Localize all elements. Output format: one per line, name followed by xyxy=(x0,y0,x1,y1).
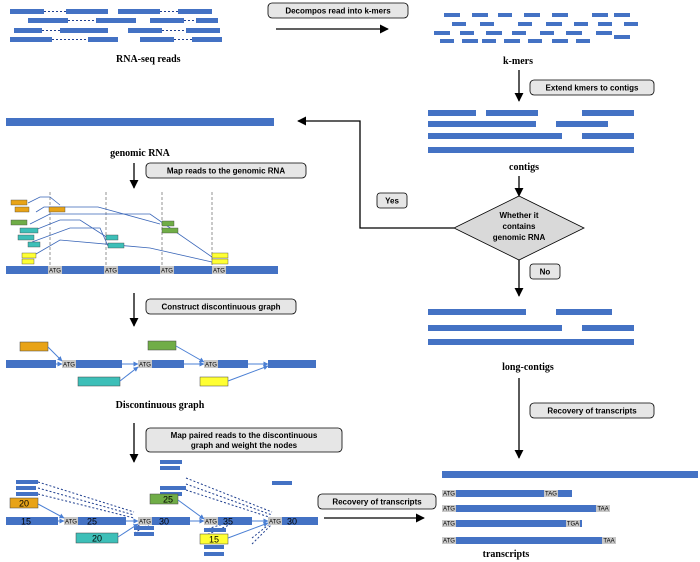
svg-text:ATG: ATG xyxy=(65,520,77,526)
weight-green: 25 xyxy=(163,495,173,505)
arrow-yes xyxy=(297,116,454,229)
label-contigs: contigs xyxy=(509,162,539,173)
svg-text:ATG: ATG xyxy=(205,520,217,526)
svg-text:ATG: ATG xyxy=(105,269,117,275)
step-extend-label: Extend kmers to contigs xyxy=(546,84,639,93)
svg-text:ATG: ATG xyxy=(63,363,75,369)
transcript-genomic-bar xyxy=(442,471,698,478)
svg-text:ATG: ATG xyxy=(139,363,151,369)
decision-line3: genomic RNA xyxy=(493,233,546,242)
long-contigs-group xyxy=(428,309,634,345)
no-box xyxy=(529,263,561,280)
transcript-4: ATG TAA xyxy=(442,537,616,545)
contigs-group xyxy=(428,110,634,153)
no-label: No xyxy=(540,268,551,277)
step-map-reads-label: Map reads to the genomic RNA xyxy=(167,167,285,176)
step-decompose xyxy=(267,2,409,19)
label-genomic-rna: genomic RNA xyxy=(110,148,170,159)
transcript-2: ATG TAA xyxy=(442,505,610,513)
yes-box xyxy=(376,192,408,209)
svg-text:TAG: TAG xyxy=(545,492,557,498)
weighted-graph: ATG ATG ATG ATG 20 15 25 20 30 25 35 15 … xyxy=(6,460,318,556)
step-decompose-label: Decompos read into k-mers xyxy=(285,7,391,16)
step-map-reads xyxy=(145,162,307,179)
svg-text:ATG: ATG xyxy=(443,522,455,528)
svg-text:ATG: ATG xyxy=(443,492,455,498)
svg-text:ATG: ATG xyxy=(161,269,173,275)
step-construct-graph-label: Construct discontinuous graph xyxy=(161,303,280,312)
rnaseq-reads-group xyxy=(10,9,222,42)
yes-label: Yes xyxy=(385,197,399,206)
label-rnaseq-reads: RNA-seq reads xyxy=(116,54,181,65)
label-long-contigs: long-contigs xyxy=(502,362,554,373)
svg-text:TAA: TAA xyxy=(603,539,614,545)
svg-text:ATG: ATG xyxy=(205,363,217,369)
discontinuous-graph: ATG ATG ATG xyxy=(6,340,316,387)
svg-text:TAA: TAA xyxy=(597,507,608,513)
step-map-paired-line2: graph and weight the nodes xyxy=(191,441,298,450)
transcript-1: ATG TAG xyxy=(442,490,572,498)
decision-line2: contains xyxy=(503,222,536,231)
svg-text:ATG: ATG xyxy=(443,507,455,513)
step-recovery-left xyxy=(317,493,437,510)
svg-text:ATG: ATG xyxy=(443,539,455,545)
transcript-3: ATG TGA xyxy=(442,520,582,528)
decision-line1: Whether it xyxy=(499,211,538,220)
weight-fifth-exon: 30 xyxy=(287,517,297,527)
weight-fourth-exon: 35 xyxy=(223,517,233,527)
weight-yellow: 15 xyxy=(209,535,219,545)
step-map-paired-line1: Map paired reads to the discontinuous xyxy=(171,431,318,440)
mapping-panel: ATG ATG ATG ATG xyxy=(6,192,278,275)
label-kmers: k-mers xyxy=(503,56,533,67)
svg-text:ATG: ATG xyxy=(269,520,281,526)
weight-second-exon: 25 xyxy=(87,517,97,527)
step-extend xyxy=(529,79,655,96)
weight-first-exon: 15 xyxy=(21,517,31,527)
weight-teal: 20 xyxy=(92,534,102,544)
label-discontinuous-graph: Discontinuous graph xyxy=(116,400,205,411)
weight-orange: 20 xyxy=(19,499,29,509)
weight-third-exon: 30 xyxy=(159,517,169,527)
label-transcripts: transcripts xyxy=(483,549,530,560)
svg-text:TGA: TGA xyxy=(567,522,579,528)
svg-text:ATG: ATG xyxy=(49,269,61,275)
step-construct-graph xyxy=(145,298,297,315)
svg-text:ATG: ATG xyxy=(213,269,225,275)
svg-text:ATG: ATG xyxy=(139,520,151,526)
step-recovery-left-label: Recovery of transcripts xyxy=(332,498,422,507)
genomic-rna-bar xyxy=(6,118,274,126)
step-recovery-right xyxy=(529,402,655,419)
step-map-paired xyxy=(145,427,343,453)
kmers-group xyxy=(434,13,638,43)
step-recovery-right-label: Recovery of transcripts xyxy=(547,407,637,416)
